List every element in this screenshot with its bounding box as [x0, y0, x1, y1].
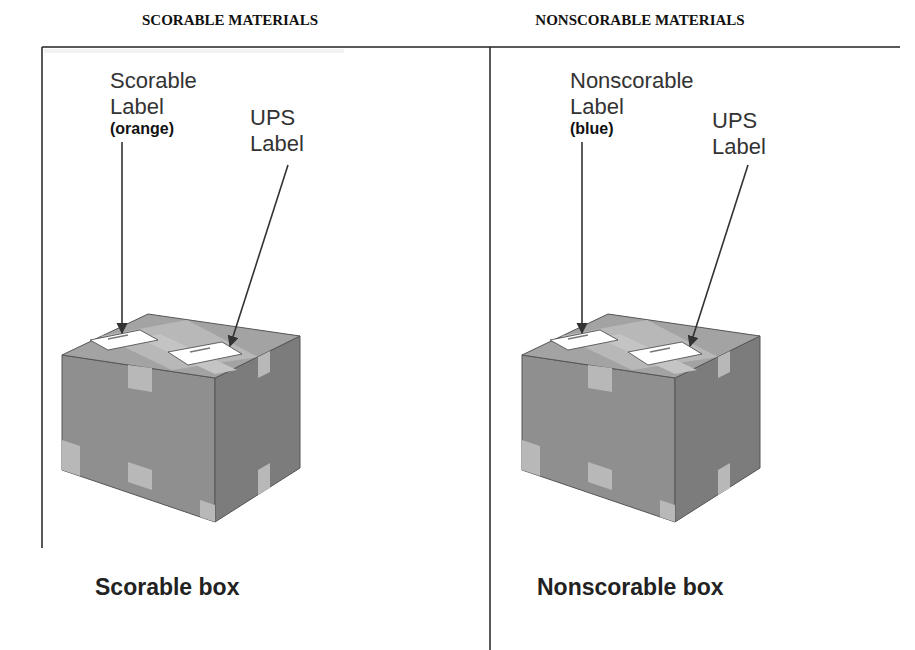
callout-label: UPS Label [250, 105, 320, 157]
box-caption: Nonscorable box [537, 574, 724, 601]
callout-label: Scorable Label [110, 68, 220, 120]
box-caption: Scorable box [95, 574, 239, 601]
callout-label: Nonscorable Label [570, 68, 710, 120]
column-header: NONSCORABLE MATERIALS [535, 12, 744, 29]
color-note: (blue) [570, 120, 614, 138]
callout-label: UPS Label [712, 108, 782, 160]
color-note: (orange) [110, 120, 174, 138]
column-header: SCORABLE MATERIALS [142, 12, 318, 29]
